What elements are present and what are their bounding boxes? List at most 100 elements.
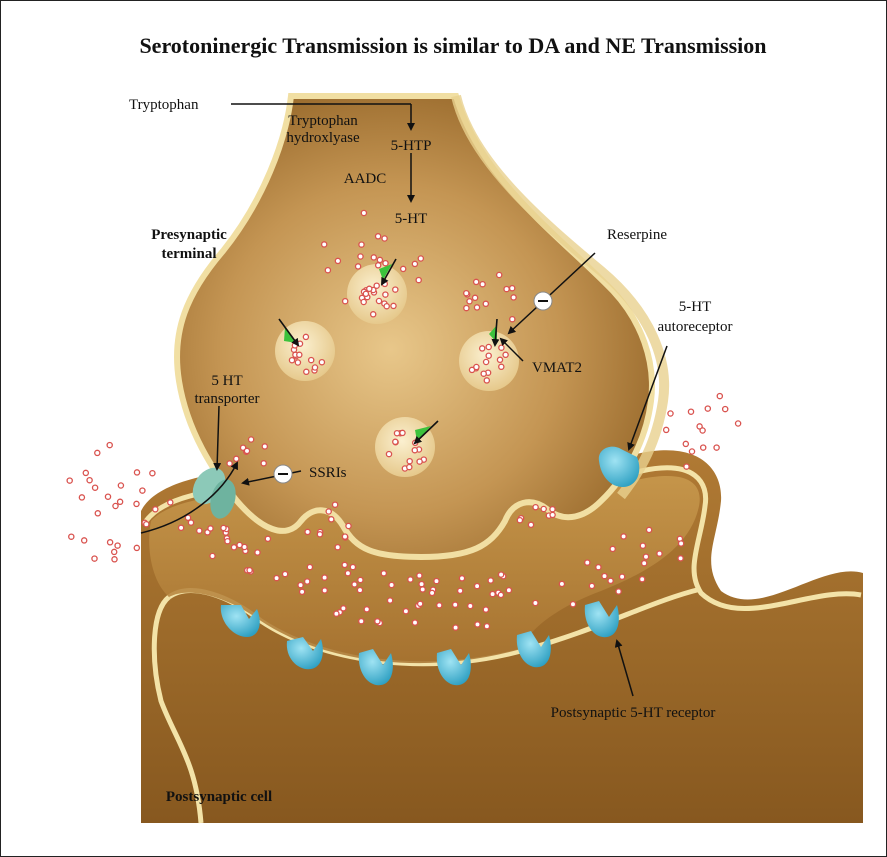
serotonin-molecule [483, 607, 488, 612]
serotonin-molecule [67, 478, 72, 483]
serotonin-molecule [317, 532, 322, 537]
serotonin-molecule [468, 603, 473, 608]
label-transporter-line1: 5 HT [211, 373, 242, 389]
serotonin-molecule [419, 582, 424, 587]
serotonin-molecule [723, 407, 728, 412]
serotonin-molecule [418, 256, 423, 261]
serotonin-molecule [683, 441, 688, 446]
serotonin-molecule [585, 560, 590, 565]
serotonin-molecule [643, 554, 648, 559]
serotonin-molecule [343, 299, 348, 304]
serotonin-molecule [668, 411, 673, 416]
serotonin-molecule [488, 578, 493, 583]
serotonin-molecule [247, 568, 252, 573]
serotonin-molecule [490, 592, 495, 597]
serotonin-molecule [237, 542, 242, 547]
serotonin-molecule [434, 579, 439, 584]
serotonin-molecule [274, 576, 279, 581]
serotonin-molecule [408, 577, 413, 582]
serotonin-molecule [437, 603, 442, 608]
serotonin-molecule [307, 565, 312, 570]
serotonin-molecule [381, 571, 386, 576]
serotonin-molecule [134, 545, 139, 550]
serotonin-molecule [352, 582, 357, 587]
serotonin-molecule [484, 359, 489, 364]
serotonin-molecule [705, 406, 710, 411]
serotonin-molecule [134, 470, 139, 475]
serotonin-molecule [374, 283, 379, 288]
serotonin-molecule [309, 358, 314, 363]
serotonin-molecule [376, 298, 381, 303]
serotonin-molecule [358, 254, 363, 259]
serotonin-molecule [389, 582, 394, 587]
serotonin-molecule [112, 549, 117, 554]
serotonin-molecule [346, 523, 351, 528]
serotonin-molecule [361, 299, 366, 304]
serotonin-molecule [377, 257, 382, 262]
serotonin-molecule [483, 301, 488, 306]
serotonin-molecule [361, 210, 366, 215]
serotonin-molecule [140, 488, 145, 493]
serotonin-molecule [297, 352, 302, 357]
serotonin-molecule [325, 268, 330, 273]
label-tryptophan-hydroxylase-line1: Tryptophan [288, 113, 358, 129]
serotonin-molecule [499, 572, 504, 577]
serotonin-molecule [511, 295, 516, 300]
serotonin-molecule [386, 452, 391, 457]
serotonin-molecule [107, 443, 112, 448]
label-autoreceptor-line1: 5-HT [679, 299, 712, 315]
serotonin-molecule [265, 536, 270, 541]
serotonin-molecule [550, 512, 555, 517]
serotonin-molecule [345, 571, 350, 576]
label-vmat2: VMAT2 [532, 360, 582, 376]
serotonin-molecule [322, 575, 327, 580]
serotonin-molecule [473, 295, 478, 300]
serotonin-molecule [486, 353, 491, 358]
serotonin-molecule [144, 522, 149, 527]
serotonin-molecule [322, 588, 327, 593]
serotonin-molecule [210, 553, 215, 558]
serotonin-molecule [684, 464, 689, 469]
serotonin-molecule [689, 449, 694, 454]
serotonin-molecule [342, 534, 347, 539]
serotonin-molecule [108, 540, 113, 545]
serotonin-molecule [262, 444, 267, 449]
label-reserpine: Reserpine [607, 227, 667, 243]
serotonin-molecule [363, 291, 368, 296]
serotonin-molecule [679, 541, 684, 546]
serotonin-molecule [596, 565, 601, 570]
serotonin-molecule [391, 303, 396, 308]
serotonin-molecule [113, 503, 118, 508]
serotonin-molecule [105, 494, 110, 499]
serotonin-molecule [533, 600, 538, 605]
serotonin-molecule [342, 562, 347, 567]
serotonin-molecule [371, 255, 376, 260]
serotonin-molecule [249, 437, 254, 442]
serotonin-molecule [464, 306, 469, 311]
serotonin-molecule [412, 261, 417, 266]
serotonin-molecule [688, 409, 693, 414]
serotonin-molecule [179, 525, 184, 530]
serotonin-molecule [559, 581, 564, 586]
serotonin-molecule [486, 344, 491, 349]
serotonin-molecule [82, 538, 87, 543]
serotonin-molecule [503, 352, 508, 357]
serotonin-molecule [376, 263, 381, 268]
serotonin-molecule [329, 517, 334, 522]
serotonin-molecule [570, 602, 575, 607]
serotonin-molecule [376, 234, 381, 239]
serotonin-molecule [484, 378, 489, 383]
serotonin-molecule [417, 573, 422, 578]
serotonin-molecule [475, 584, 480, 589]
serotonin-molecule [341, 606, 346, 611]
serotonin-molecule [401, 266, 406, 271]
serotonin-molecule [244, 448, 249, 453]
serotonin-molecule [700, 428, 705, 433]
serotonin-molecule [533, 505, 538, 510]
serotonin-molecule [95, 450, 100, 455]
serotonin-molecule [134, 501, 139, 506]
serotonin-molecule [283, 572, 288, 577]
serotonin-molecule [153, 507, 158, 512]
serotonin-molecule [382, 236, 387, 241]
